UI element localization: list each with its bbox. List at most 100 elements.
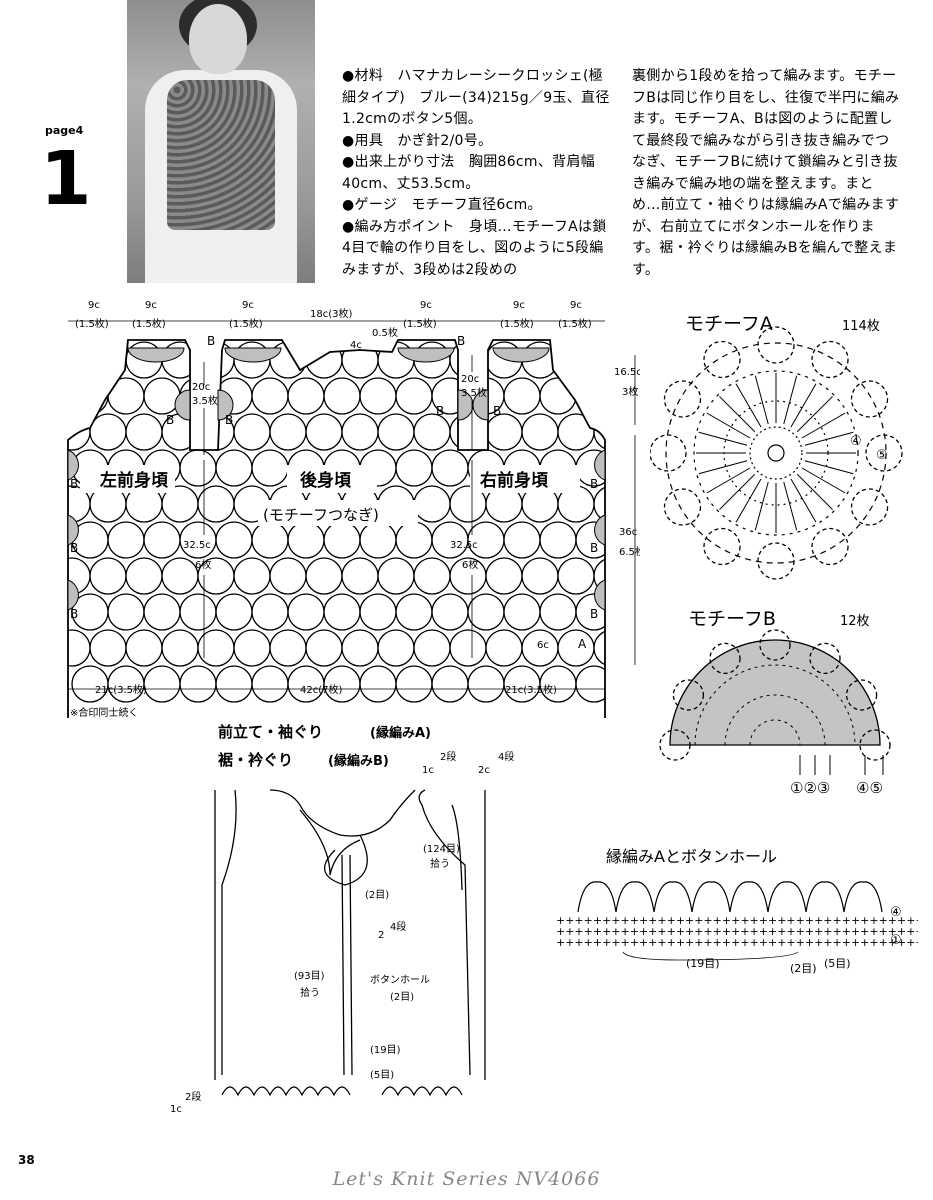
dim-top-7: 9c: [570, 300, 582, 311]
pickup-93-note: 拾う: [300, 986, 320, 999]
svg-text:++++++++++++++++++++++++++++++: ++++++++++++++++++++++++++++++++++++++++…: [556, 925, 918, 938]
mark-b-1: B: [207, 334, 215, 348]
buttonhole-label: ボタンホール: [370, 974, 430, 986]
gauge-text: ●ゲージ モチーフ直径6cm。: [342, 197, 542, 213]
body-count-right: 6枚: [462, 558, 478, 571]
bottom-dim-right: 21c(3.5枚): [505, 683, 557, 696]
edging-title-1-sub: (縁編みA): [370, 725, 431, 741]
motif-b-rows-1: ①②③: [790, 779, 830, 797]
count-top-3: (1.5枚): [229, 317, 263, 330]
edging-count-2: (2目): [790, 962, 817, 975]
count-top-6: (1.5枚): [558, 317, 592, 330]
count-top-4: (1.5枚): [403, 317, 437, 330]
body-height-right: 32.5c: [450, 540, 478, 551]
bottom-dim-center: 42c(7枚): [300, 683, 342, 696]
motif-a-diagram: モチーフA 114枚 ④ ⑤: [650, 313, 903, 580]
body-diagram: 左前身頃 後身頃 右前身頃 (モチーフつなぎ) 9c 9c 9c 18c(3枚)…: [67, 300, 640, 719]
size-text: ●出来上がり寸法 胸囲86cm、背肩幅40cm、丈53.5cm。: [342, 154, 596, 192]
page-number: 38: [18, 1153, 35, 1167]
mark-b-10: B: [590, 477, 598, 491]
bottom-rows: 2段: [185, 1090, 201, 1103]
count-top-1: (1.5枚): [75, 317, 109, 330]
dim-top-6: 9c: [513, 300, 525, 311]
series-footer: Let's Knit Series NV4066: [332, 1168, 601, 1190]
mark-b-9: B: [70, 607, 78, 621]
page-label: page4: [45, 124, 84, 137]
mark-b-11: B: [590, 541, 598, 555]
pattern-number: 1: [40, 136, 92, 222]
armhole-count-left: 3.5枚: [192, 394, 218, 407]
edging-a-chart: 縁編みAとボタンホール ++++++++++++++++++++++++++++…: [556, 847, 918, 975]
note-text: ※合印同士続く: [70, 706, 138, 719]
edging-title-1: 前立て・袖ぐり: [218, 723, 323, 741]
edging-title-2: 裾・衿ぐり: [218, 751, 293, 769]
front-rows: 4段: [390, 920, 406, 933]
buttonhole-stitches: (2目): [390, 992, 414, 1003]
svg-text:++++++++++++++++++++++++++++++: ++++++++++++++++++++++++++++++++++++++++…: [556, 914, 918, 927]
motif-b-rows-2: ④⑤: [856, 779, 883, 797]
stitches-5: (5目): [370, 1070, 394, 1081]
mark-b-8: B: [70, 541, 78, 555]
stitches-2: (2目): [365, 890, 389, 901]
dim-top-2: 9c: [145, 300, 157, 311]
right-upper-count: 3枚: [622, 385, 638, 398]
armhole-height-left: 20c: [192, 382, 210, 393]
arm-rows: 4段: [498, 750, 514, 763]
bottom-1c: 1c: [170, 1104, 182, 1115]
count-top-2: (1.5枚): [132, 317, 166, 330]
mark-b-6: B: [493, 404, 501, 418]
right-upper-dim: 16.5c: [614, 367, 640, 378]
svg-text:++++++++++++++++++++++++++++++: ++++++++++++++++++++++++++++++++++++++++…: [556, 936, 918, 949]
dim-top-3: 9c: [242, 300, 254, 311]
points-text: ●編み方ポイント 身頃…モチーフAは鎖4目で輪の作り目をし、図のように5段編みま…: [342, 218, 607, 278]
model-photo: [127, 0, 315, 283]
neck-count: 0.5枚: [372, 326, 398, 339]
motif-b-count: 12枚: [840, 614, 870, 629]
motif-a-round-5: ⑤: [876, 448, 888, 463]
front-2: 2: [378, 930, 384, 941]
motif-a-round-4: ④: [850, 434, 862, 449]
left-front-label: 左前身頃: [100, 470, 169, 491]
right-lower-count: 6.5枚: [619, 545, 640, 558]
motif-join-label: (モチーフつなぎ): [263, 506, 379, 524]
mark-b-3: B: [166, 413, 174, 427]
motif-a-count: 114枚: [842, 319, 880, 334]
motif-size: 6c: [537, 640, 549, 651]
pickup-124-note: 拾う: [430, 857, 450, 870]
edging-count-5: (5目): [824, 957, 851, 970]
neck-drop: 4c: [350, 340, 362, 351]
edging-diagram: 前立て・袖ぐり (縁編みA) 裾・衿ぐり (縁編みB) 1c 2段 2c 4段 …: [170, 723, 514, 1115]
mark-b-7: B: [70, 477, 78, 491]
edging-a-title: 縁編みAとボタンホール: [606, 847, 777, 866]
continued-text: 裏側から1段めを拾って編みます。モチーフBは同じ作り目をし、往復で半円に編みます…: [632, 68, 900, 278]
mark-b-12: B: [590, 607, 598, 621]
bottom-dim-left: 21c(3.5枚): [95, 683, 147, 696]
armhole-height-right: 20c: [461, 374, 479, 385]
body-height-left: 32.5c: [183, 540, 211, 551]
hem-rows: 2段: [440, 750, 456, 763]
dim-top-4: 18c(3枚): [310, 307, 352, 320]
materials-text: ●材料 ハマナカレーシークロッシェ(極細タイプ) ブルー(34)215g／9玉、…: [342, 68, 610, 127]
hem-1c: 1c: [422, 765, 434, 776]
right-lower-dim: 36c: [619, 527, 637, 538]
armhole-count-right: 3.5枚: [461, 386, 487, 399]
mark-a: A: [578, 637, 587, 651]
instructions-column-1: ●材料 ハマナカレーシークロッシェ(極細タイプ) ブルー(34)215g／9玉、…: [342, 66, 614, 281]
edging-row-4: ④: [890, 905, 902, 920]
motif-b-title: モチーフB: [688, 608, 776, 630]
tools-text: ●用具 かぎ針2/0号。: [342, 132, 493, 149]
back-label: 後身頃: [300, 470, 352, 491]
pickup-93: (93目): [294, 971, 325, 982]
instructions-column-2: 裏側から1段めを拾って編みます。モチーフBは同じ作り目をし、往復で半円に編みます…: [632, 66, 900, 281]
pickup-124: (124目): [423, 844, 460, 855]
edging-count-19: (19目): [686, 957, 720, 970]
stitches-19: (19目): [370, 1045, 401, 1056]
edging-title-2-sub: (縁編みB): [328, 753, 389, 769]
body-count-left: 6枚: [195, 558, 211, 571]
count-top-5: (1.5枚): [500, 317, 534, 330]
right-front-label: 右前身頃: [480, 470, 549, 491]
arm-2c: 2c: [478, 765, 490, 776]
dim-top-1: 9c: [88, 300, 100, 311]
motif-a-title: モチーフA: [685, 313, 773, 335]
motif-b-diagram: モチーフB 12枚 ①②③ ④⑤: [659, 608, 891, 797]
